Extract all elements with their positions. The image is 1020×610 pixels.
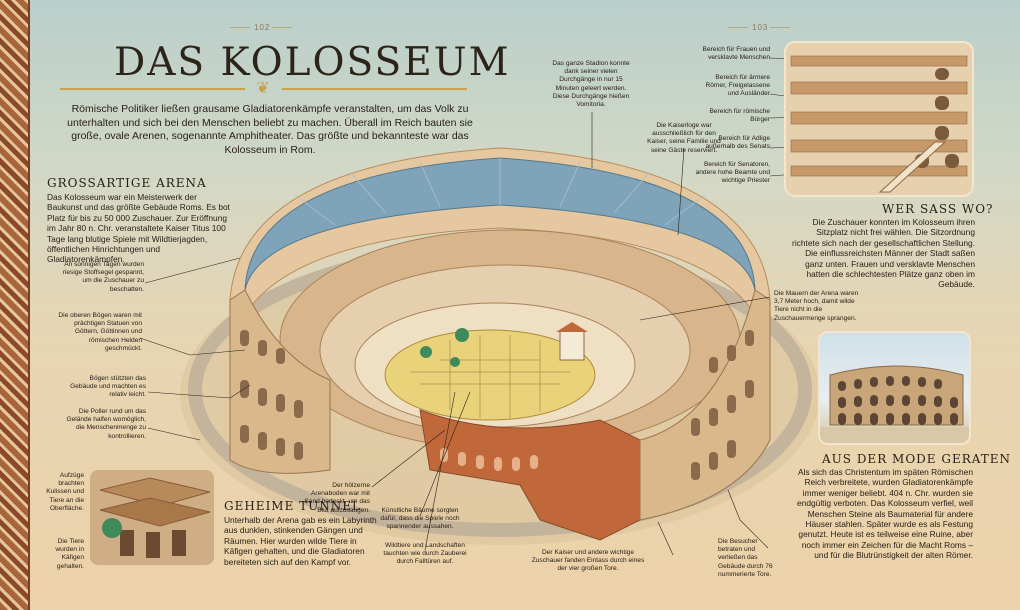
laurel-icon: ❦	[256, 80, 270, 97]
annotation-walls: Die Mauern der Arena waren 3,7 Meter hoc…	[774, 290, 859, 322]
annotation-passages: Das ganze Stadion konnte dank seiner vie…	[552, 60, 630, 109]
annotation-statues: Die oberen Bögen waren mit prächtigen St…	[58, 312, 142, 352]
fashion-heading: AUS DER MODE GERATEN	[822, 452, 1012, 466]
awning-ribs	[294, 158, 706, 226]
emperor-box-roof	[556, 322, 588, 332]
seating-tiers-illustration	[784, 41, 974, 197]
annotation-tier-women: Bereich für Frauen und versklavte Mensch…	[702, 46, 770, 62]
arena-text: Das Kolosseum war ein Meisterwerk der Ba…	[47, 192, 230, 265]
leader-lines	[139, 57, 861, 556]
annotation-trapdoors: Wildtiere und Landschaften tauchten wie …	[383, 542, 467, 566]
page-number-right: 103	[752, 23, 769, 32]
annotation-arena-floor: Der hölzerne Arenaboden war mit Sand bed…	[304, 482, 370, 514]
emperor-box	[559, 329, 585, 361]
annotation-lifts: Aufzüge brachten Kulissen und Tiere an d…	[46, 472, 84, 512]
annotation-emperor-box: Die Kaiserloge war ausschließlich für de…	[647, 122, 721, 154]
page-number-rule	[230, 27, 250, 28]
brick-cutaway	[419, 409, 641, 541]
facade-left-arches	[240, 330, 303, 460]
facade-left	[229, 289, 331, 474]
annotation-tier-citizens: Bereich für römische Bürger	[709, 108, 770, 124]
hypogeum-illustration	[90, 470, 214, 565]
tunnel-text: Unterhalb der Arena gab es ein Labyrinth…	[224, 515, 377, 567]
colosseum-photo	[818, 331, 971, 445]
facade-right-arches	[691, 330, 754, 480]
annotation-tier-senators: Bereich für Senatoren, andere hohe Beamt…	[695, 161, 770, 185]
annotation-trees: Künstliche Bäume sorgten dafür, dass die…	[380, 507, 460, 531]
page-number-rule	[728, 27, 748, 28]
annotation-bollards: Die Poller rund um das Gelände halfen wo…	[66, 408, 146, 440]
colosseum-photo-drawing	[820, 365, 969, 443]
annotation-exits: Die Besucher betraten und verließen das …	[718, 538, 773, 578]
title-rule-left	[60, 88, 245, 90]
fashion-text: Als sich das Christentum im späten Römis…	[797, 467, 973, 561]
page-number-left: 102	[254, 23, 271, 32]
arena-heading: GROSSARTIGE ARENA	[47, 176, 207, 190]
arena-floor	[384, 329, 596, 421]
page-number-rule	[770, 27, 790, 28]
annotation-tier-nobles: Bereich für Adlige außerhalb des Senats	[705, 135, 770, 151]
page-number-rule	[272, 27, 292, 28]
annotation-gates: Der Kaiser und andere wichtige Zuschauer…	[531, 549, 645, 573]
title-rule-right	[282, 88, 467, 90]
annotation-arches: Bögen stützten das Gebäude und machten e…	[70, 375, 146, 399]
decorative-border	[0, 0, 30, 610]
arena-trees	[420, 328, 469, 367]
intro-text: Römische Politiker ließen grausame Gladi…	[67, 103, 473, 156]
annotation-awning: An sonnigen Tagen wurden riesige Stoffse…	[62, 261, 144, 293]
annotation-cages: Die Tiere wurden in Käfigen gehalten.	[55, 538, 84, 570]
annotation-tier-poor: Bereich für ärmere Römer, Freigelassene …	[705, 74, 770, 98]
tunnel-heading: GEHEIME TUNNEL	[224, 499, 362, 513]
seating-text: Die Zuschauer konnten im Kolosseum ihren…	[792, 217, 975, 290]
page-title: DAS KOLOSSEUM	[114, 40, 511, 85]
seating-heading: WER SASS WO?	[882, 202, 994, 216]
